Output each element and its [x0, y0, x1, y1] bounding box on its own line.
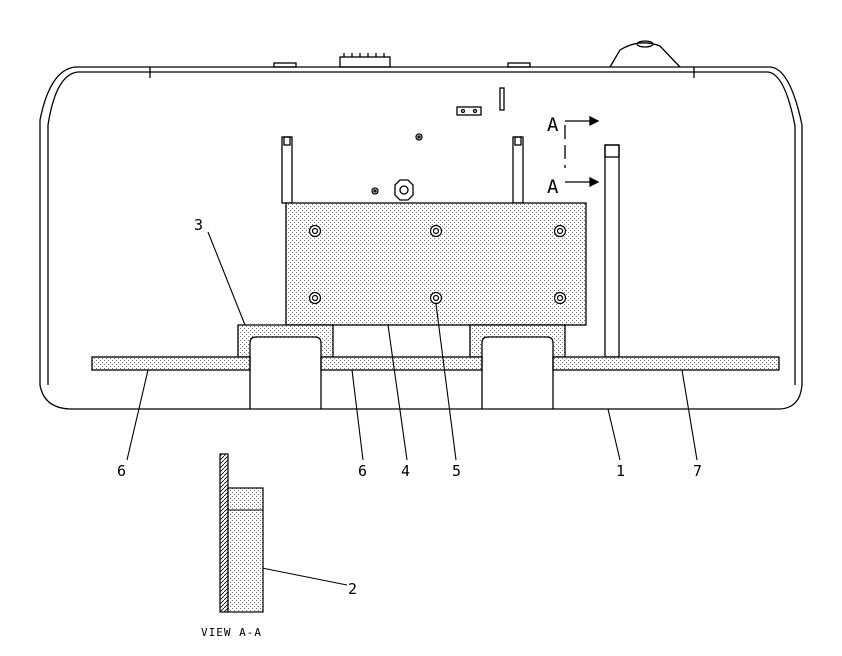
bolt-group-part-5 — [308, 224, 567, 305]
callout-3: 3 — [194, 216, 203, 234]
leader-7 — [681, 369, 698, 461]
callout-4: 4 — [401, 462, 410, 480]
rail-part-6-center — [320, 356, 483, 371]
housing-bottom — [39, 357, 803, 410]
bracket-part-3-right — [469, 324, 566, 358]
leader-6-left — [126, 369, 149, 461]
rail-part-7-right — [552, 356, 780, 371]
callout-7: 7 — [693, 462, 702, 480]
vertical-bar — [604, 144, 620, 358]
nut-hex — [394, 179, 414, 201]
callout-6-center: 6 — [358, 462, 367, 480]
section-marker-a-a — [564, 115, 600, 188]
leader-3 — [207, 231, 246, 326]
view-a-a-detail — [219, 453, 264, 613]
section-letter-bottom: A — [547, 176, 559, 198]
leader-4 — [387, 324, 408, 461]
bracket-part-3-left — [237, 324, 334, 358]
leader-1 — [607, 408, 621, 461]
callout-6-left: 6 — [117, 462, 126, 480]
leader-6-center — [351, 369, 364, 461]
leader-2 — [261, 567, 348, 586]
section-letter-top: A — [547, 114, 559, 136]
callout-2: 2 — [348, 580, 357, 598]
housing-inner-line — [47, 71, 796, 357]
callout-1: 1 — [616, 462, 625, 480]
rail-part-6-left — [91, 356, 251, 371]
view-caption: VIEW A-A — [201, 626, 262, 639]
housing-outline — [39, 66, 803, 357]
filler-cap — [609, 42, 681, 68]
leader-5 — [435, 303, 457, 461]
top-boss — [339, 56, 391, 68]
callout-5: 5 — [452, 462, 461, 480]
